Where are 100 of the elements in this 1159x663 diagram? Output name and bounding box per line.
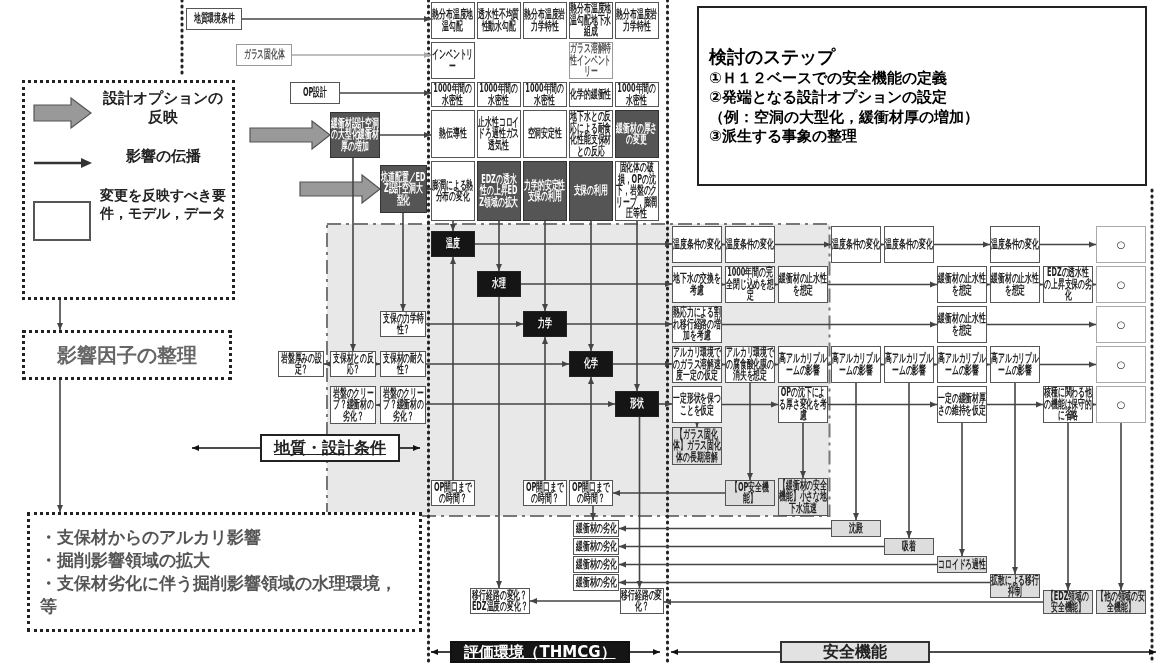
box-label: 高アルカリプルームの影響 xyxy=(779,353,827,376)
arrow xyxy=(350,157,356,352)
arrow xyxy=(618,579,991,586)
box-label: 緩衝材の止水性を想定 xyxy=(938,313,986,336)
box-label: 緩衝材の止水性を想定 xyxy=(779,273,827,296)
requirement-box xyxy=(778,346,828,383)
requirement-box xyxy=(615,2,659,39)
box-label: 止水性コロイドろ過性ガス透気性 xyxy=(478,116,520,152)
arrow xyxy=(636,416,643,589)
arrow xyxy=(474,241,673,247)
arrow xyxy=(588,220,594,352)
box-label: 緩衝材の止水性を想定 xyxy=(991,273,1039,296)
box-label: 【緩衝材の安全機能】小さな地下水流速 xyxy=(779,479,827,515)
result-mark: ○ xyxy=(1116,359,1126,370)
arrow xyxy=(827,281,938,288)
box-label: 核種に関わる他の機能は保守的に省略 xyxy=(1044,387,1092,422)
box-label: 坑道配置／EDZ設計空洞大型化 xyxy=(381,171,426,207)
arrow xyxy=(629,649,661,655)
arrow xyxy=(590,505,596,521)
requirement-box xyxy=(937,386,987,423)
box-label: 力学的安定性支保の利用 xyxy=(524,179,566,203)
factor-label: 影響因子の整理 xyxy=(57,341,197,369)
box-label: 【EDZ領域の安全機能】 xyxy=(1046,590,1090,614)
requirement-box xyxy=(937,306,987,343)
arrow xyxy=(670,649,781,655)
arrow xyxy=(1012,382,1018,575)
box-label: 一定形状を保つことを仮定 xyxy=(673,393,721,416)
box-label: 1000年間の水密性 xyxy=(478,83,520,106)
arrow xyxy=(400,212,406,312)
box-label: ガラス固化体 xyxy=(242,49,286,61)
box-label: OPの沈下による厚さ変化を考慮 xyxy=(779,387,827,422)
box-label: コロイドろ過性 xyxy=(938,558,986,571)
requirement-box xyxy=(990,346,1040,383)
box-label: 高アルカリプルームの影響 xyxy=(938,353,986,376)
box-label: 化学 xyxy=(583,358,599,370)
step-text: ③派生する事象の整理 xyxy=(709,127,857,147)
box-label: 移行経路の変化？EDZ温度の変化？ xyxy=(471,589,529,613)
arrow xyxy=(450,220,456,232)
requirement-box xyxy=(290,82,340,104)
box-label: 移行経路の変化？ xyxy=(621,589,663,613)
note-box xyxy=(27,512,422,632)
box-label: アルカリ環境での腐食酸化膜の消失を想定 xyxy=(726,347,774,382)
requirement-box xyxy=(778,266,828,303)
box-label: 熱分布温度地温勾配地下水組成 xyxy=(570,3,612,38)
box-label: 【他の領域の安全機能】 xyxy=(1097,590,1145,614)
box-label: 高アルカリプルームの影響 xyxy=(832,353,880,376)
arrow xyxy=(853,382,859,521)
legend-label: 影響の伝播 xyxy=(124,147,202,166)
requirement-box xyxy=(186,8,242,30)
arrow xyxy=(542,336,548,481)
box-label: 透水性不均質性動水勾配 xyxy=(478,9,520,32)
requirement-box xyxy=(431,42,475,79)
result-mark: ○ xyxy=(1116,399,1126,410)
arrow xyxy=(323,361,331,367)
requirement-box xyxy=(672,226,722,263)
legend-label: 変更を反映すべき要件，モデル，データ xyxy=(99,187,227,222)
box-label: 緩衝材の劣化 xyxy=(574,558,618,571)
box-label: 形状 xyxy=(629,398,645,410)
box-label: 緩衝材の厚さの変更 xyxy=(616,122,658,146)
box-label: 支保の利用 xyxy=(572,185,610,197)
box-label: 地下水との反応による耐食化性能支保材との反応 xyxy=(570,111,612,157)
arrow xyxy=(339,90,432,96)
box-label: 支保材との反応？ xyxy=(331,352,375,376)
arrow xyxy=(612,361,673,367)
box-label: 熱分布温度地温勾配 xyxy=(432,9,474,32)
requirement-box xyxy=(884,226,934,263)
box-label: 【OP安全機能】 xyxy=(730,481,770,505)
box-label: 温度条件の変化 xyxy=(673,238,721,251)
requirement-box xyxy=(236,44,292,66)
box-label: 岩盤のクリープ？緩衝材の劣化？ xyxy=(381,387,425,423)
process-box xyxy=(569,351,613,377)
box-label: ガラス溶解特性インベントリー xyxy=(570,43,612,78)
box-label: 地下水の交換を考慮 xyxy=(673,273,721,296)
requirement-box xyxy=(990,266,1040,303)
box-label: 化学的緩衝性 xyxy=(570,88,612,101)
arrow xyxy=(529,598,621,604)
box-label: 固化体の破損，OPの沈下，岩盤のクリープ，膨潤圧等性 xyxy=(616,162,658,220)
arrow xyxy=(425,321,524,327)
arrow xyxy=(721,321,938,328)
box-label: 膨潤による熱分布の変化 xyxy=(432,179,474,203)
arrow xyxy=(191,445,261,451)
box-label: 温度条件の変化 xyxy=(885,238,933,251)
step-text: 検討のステップ xyxy=(709,45,835,69)
arrow xyxy=(618,561,938,568)
requirement-box xyxy=(431,2,475,39)
section-header xyxy=(780,641,930,663)
step-text: （例：空洞の大型化，緩衝材厚の増加） xyxy=(709,107,979,128)
box-label: 熱伝導性 xyxy=(438,128,468,140)
result-box xyxy=(1096,266,1146,303)
box-label: 支保材の耐久性？ xyxy=(381,352,425,376)
result-mark: ○ xyxy=(1116,279,1126,290)
arrow xyxy=(721,401,779,408)
requirement-box xyxy=(672,266,722,303)
arrow xyxy=(588,376,594,481)
arrow xyxy=(774,241,832,248)
arrow xyxy=(986,401,1044,408)
process-box xyxy=(431,231,475,257)
box-label: OP開口までの時間？ xyxy=(525,481,565,505)
section-header xyxy=(450,641,630,663)
box-label: 温度 xyxy=(445,238,461,250)
